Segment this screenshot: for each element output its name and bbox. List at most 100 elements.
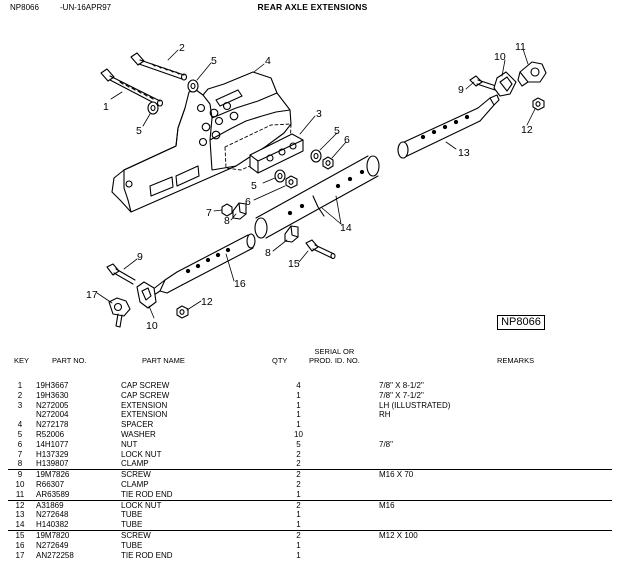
diagram-plate-label: NP8066 (497, 315, 545, 330)
part-no-cell: 14H1077 (36, 439, 69, 449)
washer-5c (310, 149, 322, 163)
qty-cell: 5 (296, 439, 301, 449)
callout-5d: 5 (251, 180, 257, 192)
key-cell: 2 (17, 390, 23, 400)
key-cell: 6 (17, 439, 23, 449)
callout-15: 15 (288, 258, 300, 270)
remarks-cell: M12 X 100 (379, 529, 612, 541)
key-cell: 12 (8, 499, 32, 511)
serial-cell (316, 440, 379, 450)
part-no-cell: N272648 (36, 510, 69, 520)
tie-rod-end-17 (108, 297, 131, 328)
part-no-cell: 19H3630 (36, 390, 69, 400)
serial-cell (316, 450, 379, 460)
part-no-cell: AR63589 (36, 489, 70, 499)
tie-rod-end-11 (517, 61, 547, 87)
part-name-cell: CAP SCREW (121, 390, 170, 400)
tube-14 (254, 155, 380, 239)
qty-cell: 2 (281, 529, 316, 541)
callout-6b: 6 (245, 196, 251, 208)
callout-5c: 5 (334, 125, 340, 137)
callout-3: 4 (265, 55, 271, 67)
col-remarks: REMARKS (497, 356, 535, 365)
remarks-cell: 7/8" X 8-1/2" (379, 381, 424, 390)
part-no-cell: R66307 (36, 479, 65, 489)
serial-cell (316, 510, 379, 520)
part-no-cell: N272005 (36, 400, 69, 410)
washer-5b (147, 101, 159, 115)
callout-17: 17 (86, 289, 98, 301)
key-cell: 10 (15, 479, 25, 489)
spacer-plate (249, 133, 304, 174)
doc-code: NP8066 (10, 3, 39, 12)
remarks-cell: 7/8" (379, 439, 393, 449)
col-qty: QTY (272, 356, 288, 365)
serial-cell (316, 469, 379, 480)
part-no-cell: A31869 (32, 499, 121, 511)
remarks-cell: M16 X 70 (379, 469, 612, 480)
tube-16 (151, 233, 256, 296)
qty-cell: 1 (296, 390, 301, 400)
nut-6b (285, 175, 298, 189)
callout-7: 7 (206, 207, 212, 219)
serial-cell (316, 391, 379, 401)
callout-14: 14 (340, 222, 352, 234)
qty-cell: 4 (296, 381, 301, 390)
qty-cell: 1 (296, 520, 301, 530)
lock-nut-7 (221, 203, 233, 217)
table-row: 6 14H1077 NUT 5 7/8" (8, 440, 612, 450)
remarks-cell (379, 490, 612, 500)
part-no-cell: N272178 (36, 420, 69, 430)
callout-11: 11 (515, 41, 526, 53)
part-name-cell: LOCK NUT (121, 499, 281, 511)
callout-12b: 12 (201, 296, 213, 308)
qty-cell: 2 (281, 469, 316, 480)
callout-2: 2 (179, 42, 185, 54)
serial-cell (316, 480, 379, 490)
qty-cell: 1 (296, 550, 301, 560)
serial-cell (316, 459, 379, 469)
callout-5b: 5 (136, 125, 142, 137)
part-no-cell: 19M7820 (32, 529, 121, 541)
part-name-cell: TIE ROD END (121, 550, 173, 560)
washer-5a (187, 79, 199, 93)
key-cell: 8 (17, 459, 23, 469)
callout-6a: 6 (344, 134, 350, 146)
part-no-cell: R52006 (36, 429, 65, 439)
remarks-cell (379, 459, 612, 469)
callout-16: 16 (234, 278, 246, 290)
part-name-cell: NUT (121, 439, 138, 449)
remarks-cell (379, 430, 612, 440)
callout-12a: 12 (521, 124, 533, 136)
callout-10a: 10 (494, 51, 506, 63)
key-cell: 16 (15, 540, 25, 550)
part-name-cell: LOCK NUT (121, 449, 162, 459)
part-no-cell: H137329 (36, 449, 69, 459)
part-name-cell: SCREW (121, 469, 281, 480)
callout-4: 3 (316, 108, 322, 120)
qty-cell: 1 (296, 420, 301, 430)
callout-9a: 9 (458, 84, 464, 96)
washer-5d (274, 169, 286, 183)
nut-6a (322, 156, 334, 170)
remarks-cell: RH (379, 410, 391, 420)
part-no-cell: 19M7826 (32, 469, 121, 480)
clamp-10-upper (493, 71, 517, 97)
qty-cell: 1 (296, 489, 301, 499)
screw-15 (305, 239, 336, 260)
part-name-cell: TUBE (121, 510, 143, 520)
qty-cell: 1 (296, 400, 301, 410)
col-key: KEY (14, 356, 30, 365)
cap-screw-1 (100, 68, 164, 107)
key-cell: 1 (17, 381, 23, 390)
